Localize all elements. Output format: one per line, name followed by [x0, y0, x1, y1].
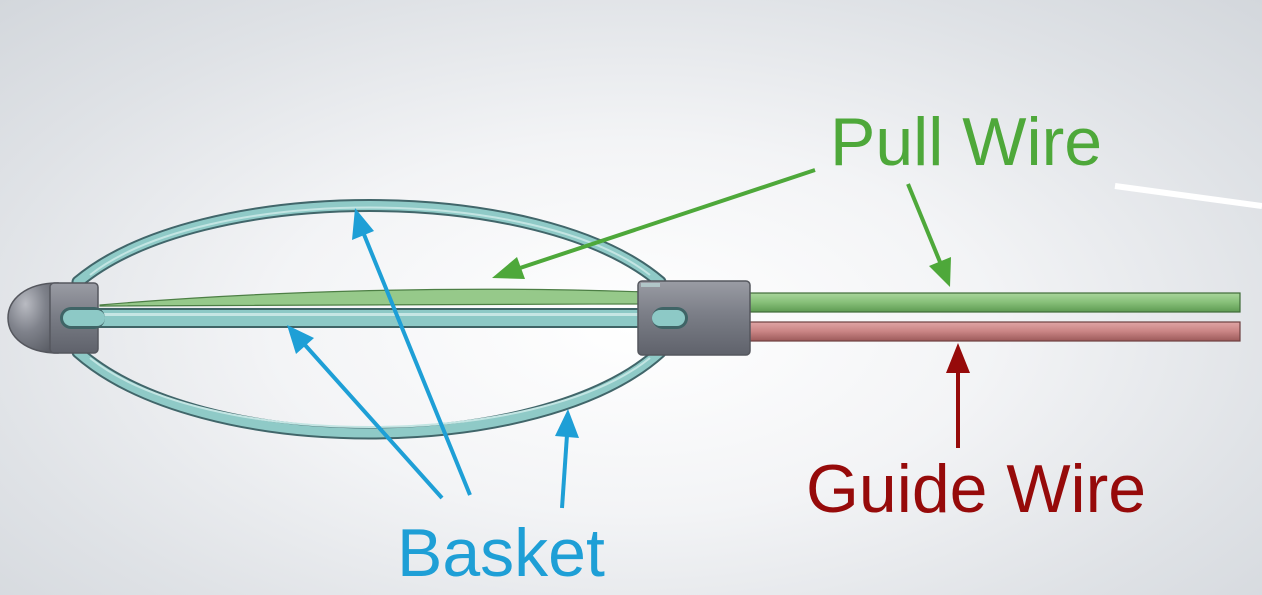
guide-wire-label: Guide Wire: [806, 451, 1147, 527]
basket-upper-wire: [71, 199, 667, 289]
basket-lower-wire: [71, 345, 667, 440]
basket-hub: [637, 280, 751, 356]
background-line: [1114, 183, 1262, 209]
basket-label: Basket: [397, 515, 605, 591]
pull-wire-arrows: [492, 168, 951, 287]
pull-wire-inner: [99, 288, 646, 307]
pull-wire: [747, 292, 1241, 313]
basket-tip: [7, 282, 105, 354]
guide-wire: [747, 321, 1241, 342]
basket-middle-wire: [62, 308, 687, 328]
basket-arrows: [287, 208, 579, 509]
guide-wire-arrow: [946, 343, 970, 448]
pull-wire-label: Pull Wire: [830, 104, 1103, 180]
